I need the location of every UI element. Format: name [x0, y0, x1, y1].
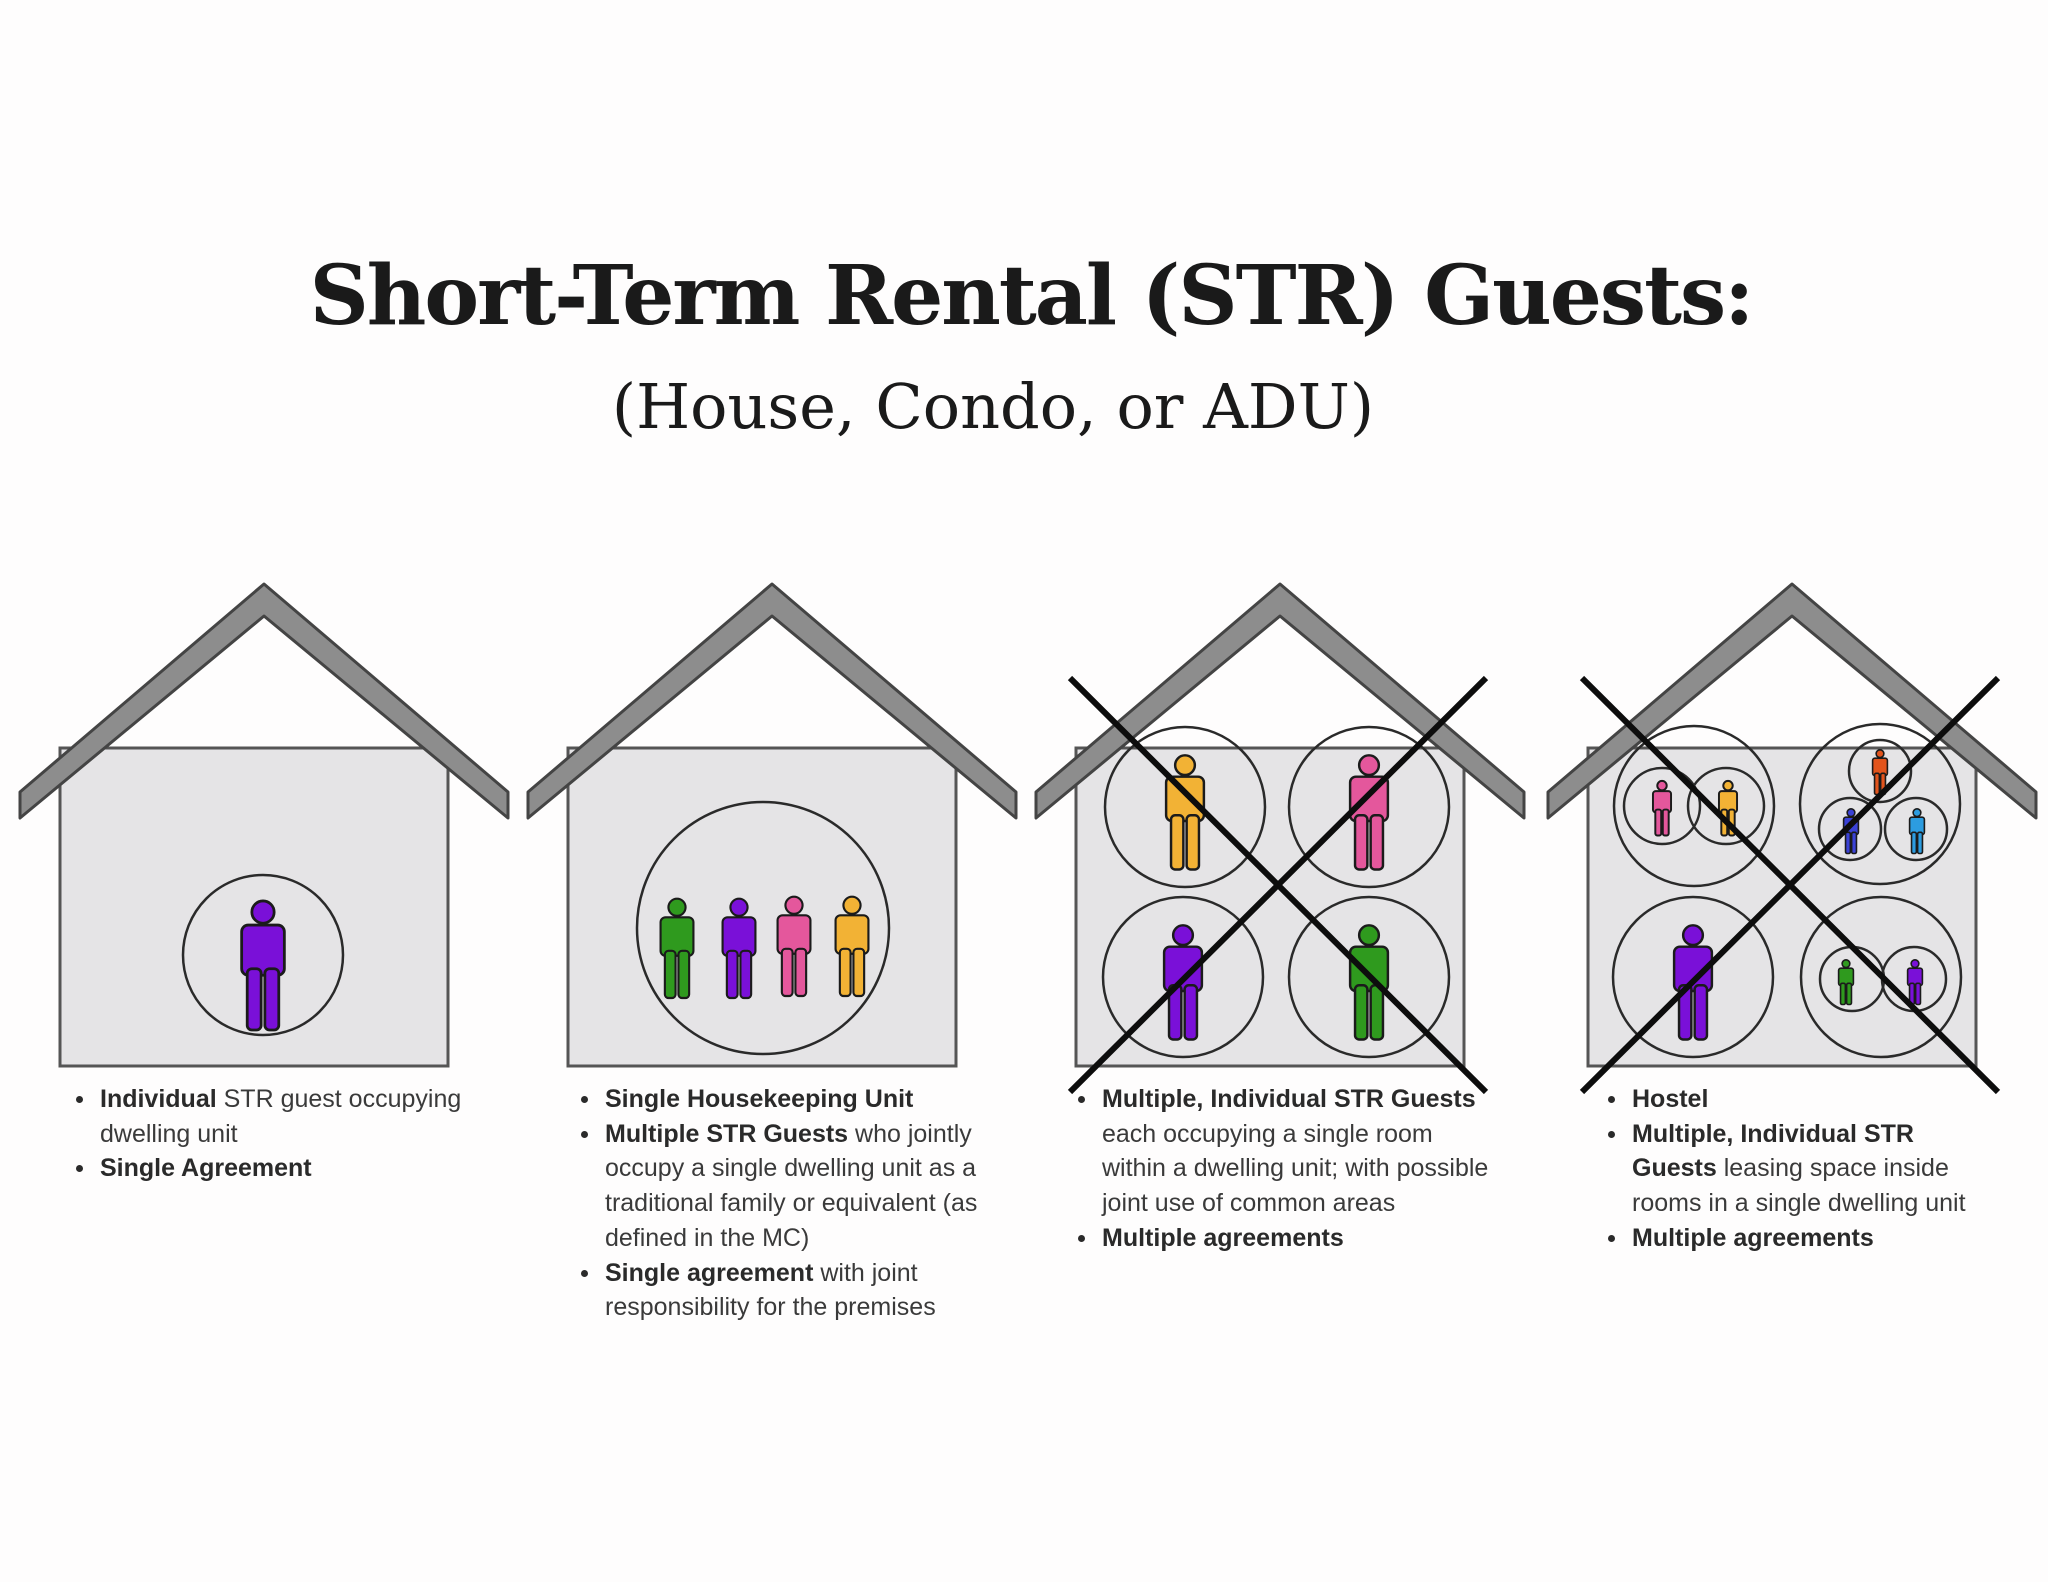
house-1 — [18, 582, 510, 1068]
person-icon — [1348, 754, 1390, 871]
cross-out-line — [1067, 675, 1489, 1095]
room-circle — [1799, 895, 1963, 1059]
room-circle — [1883, 796, 1949, 862]
page-subtitle: (House, Condo, or ADU) — [611, 370, 1375, 443]
room-circle — [1686, 766, 1766, 846]
room-circle — [1612, 724, 1776, 888]
room-circle — [1103, 725, 1267, 889]
person-icon — [776, 895, 812, 998]
room-circle — [1622, 766, 1702, 846]
room-circle — [181, 873, 345, 1037]
person-icon — [1651, 779, 1673, 837]
house-roof — [1034, 582, 1526, 820]
room-circle — [1611, 895, 1775, 1059]
house-roof — [526, 582, 1018, 820]
house-roof — [1546, 582, 2038, 820]
room-circle — [1817, 796, 1883, 862]
person-icon — [834, 895, 870, 998]
person-icon — [1348, 924, 1390, 1041]
panel-3-description: Multiple, Individual STR Guests each occ… — [1078, 1082, 1496, 1256]
bullet: Multiple agreements — [1078, 1221, 1496, 1256]
house-wall — [566, 746, 958, 1068]
bullet: Multiple agreements — [1608, 1221, 1998, 1256]
house-3 — [1034, 582, 1526, 1068]
bullet: Hostel — [1608, 1082, 1998, 1117]
bullet: Single Agreement — [76, 1151, 476, 1186]
bullet: Single Housekeeping Unit — [581, 1082, 1001, 1117]
room-circle — [1287, 895, 1451, 1059]
room-circle — [1287, 725, 1451, 889]
house-4 — [1546, 582, 2038, 1068]
bullet: Multiple STR Guests who jointly occupy a… — [581, 1117, 1001, 1256]
cross-out-line — [1579, 675, 2001, 1095]
bullet: Individual STR guest occupying dwelling … — [76, 1082, 476, 1151]
house-wall — [1074, 746, 1466, 1068]
person-icon — [1672, 924, 1714, 1041]
panel-4-description: Hostel Multiple, Individual STR Guests l… — [1608, 1082, 1998, 1256]
panel-2-description: Single Housekeeping Unit Multiple STR Gu… — [581, 1082, 1001, 1325]
person-icon — [1906, 959, 1924, 1006]
person-icon — [659, 897, 695, 1000]
page-title: Short-Term Rental (STR) Guests: — [309, 248, 1755, 344]
house-roof — [18, 582, 510, 820]
bullet: Multiple, Individual STR Guests leasing … — [1608, 1117, 1998, 1221]
panel-1-description: Individual STR guest occupying dwelling … — [76, 1082, 476, 1186]
person-icon — [1908, 808, 1926, 855]
bullet: Multiple, Individual STR Guests each occ… — [1078, 1082, 1496, 1221]
room-circle — [1847, 738, 1913, 804]
room-circle — [1101, 895, 1265, 1059]
person-icon — [1164, 754, 1206, 871]
person-icon — [240, 899, 286, 1032]
room-circle — [635, 800, 891, 1056]
person-icon — [1871, 749, 1889, 796]
room-circle — [1798, 722, 1962, 886]
bullet: Single agreement with joint responsibili… — [581, 1256, 1001, 1325]
person-icon — [721, 897, 757, 1000]
person-icon — [1837, 959, 1855, 1006]
person-icon — [1162, 924, 1204, 1041]
house-2 — [526, 582, 1018, 1068]
